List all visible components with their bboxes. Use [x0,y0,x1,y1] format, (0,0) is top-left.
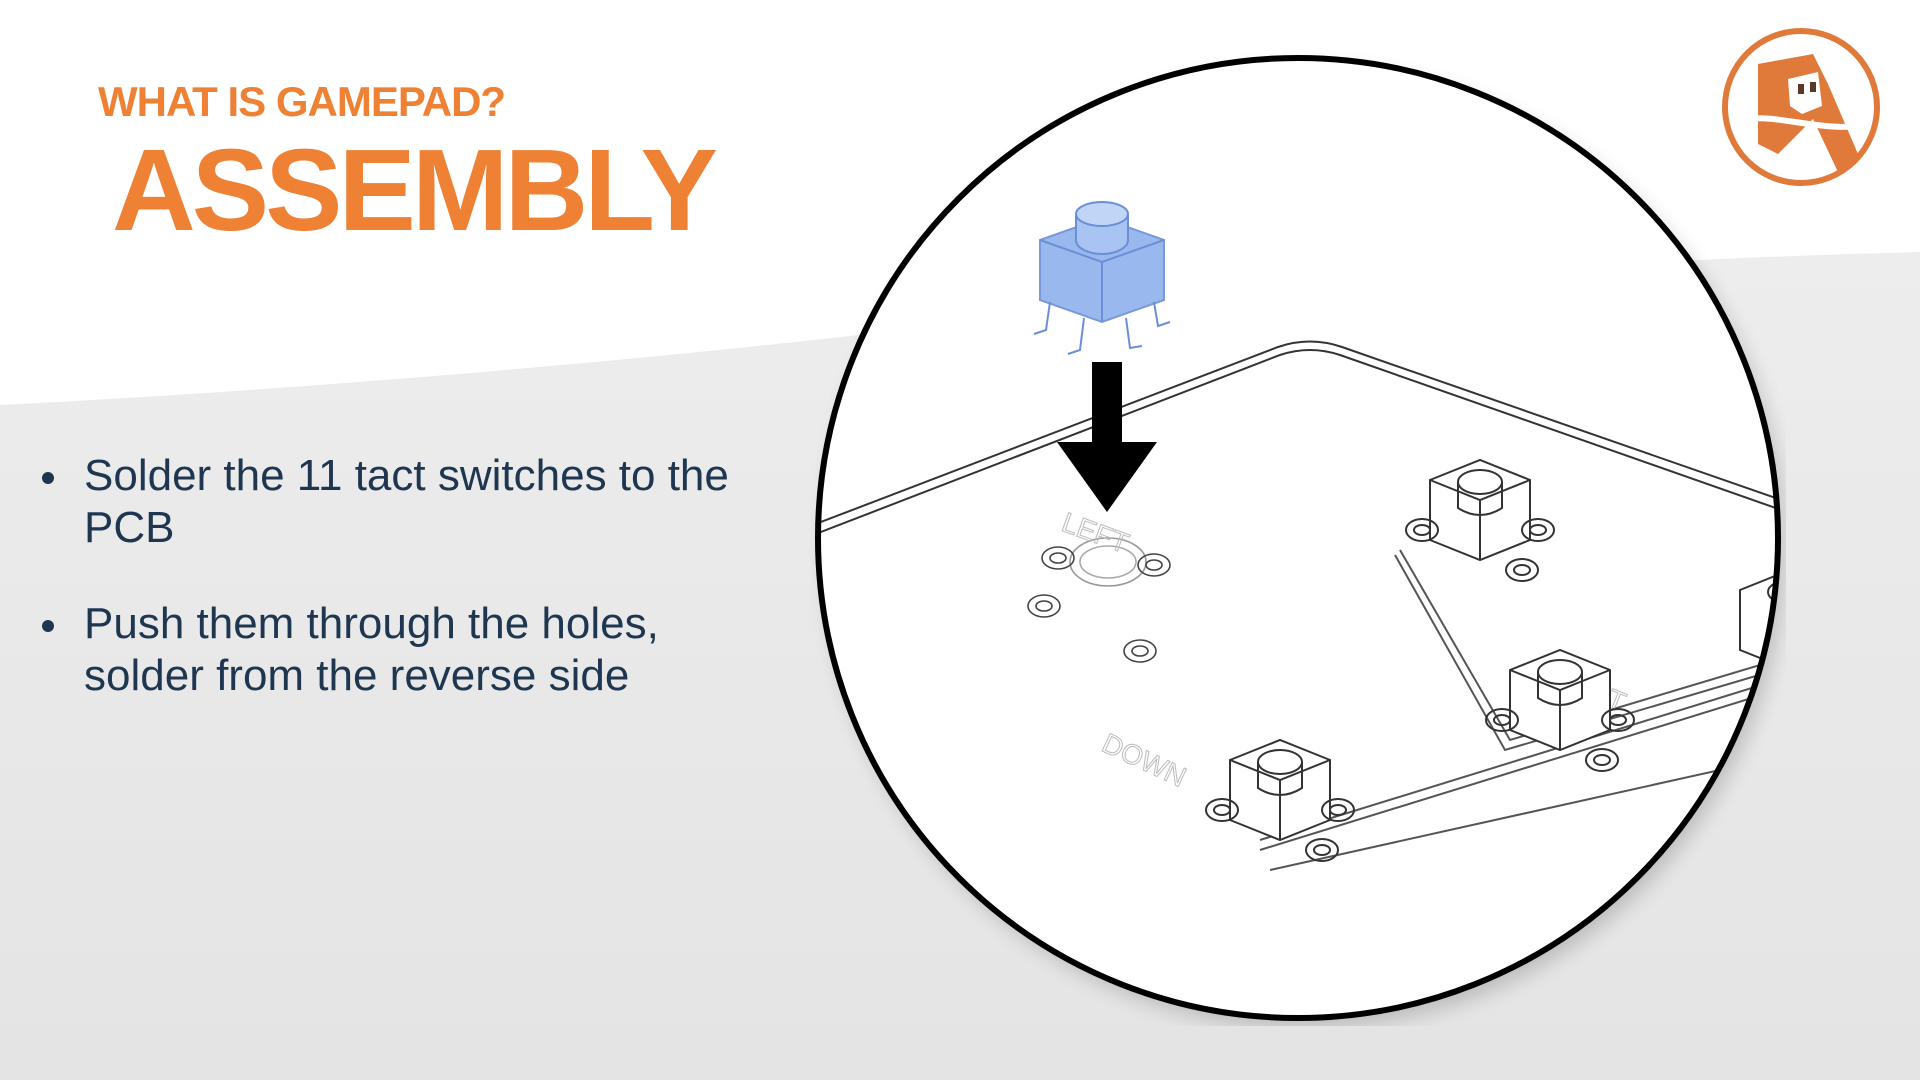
down-arrow-icon [1057,362,1157,512]
tact-switch-highlighted [1033,201,1171,355]
bullet-item: Solder the 11 tact switches to the PCB [40,450,740,554]
installed-switch [1485,648,1635,772]
orange-circle-logo-icon [1722,28,1880,186]
assembly-figure: LEFT DOWN RIGHT [815,55,1785,1026]
installed-switch [1405,458,1555,582]
section-subtitle: WHAT IS GAMEPAD? [98,78,506,125]
bullet-list: Solder the 11 tact switches to the PCB P… [40,450,740,746]
pcb-outline [820,349,1776,541]
installed-switch [1205,738,1355,862]
slide-title: ASSEMBLY [112,125,718,255]
bullet-item: Push them through the holes, solder from… [40,598,740,702]
left-footprint [1027,537,1171,663]
